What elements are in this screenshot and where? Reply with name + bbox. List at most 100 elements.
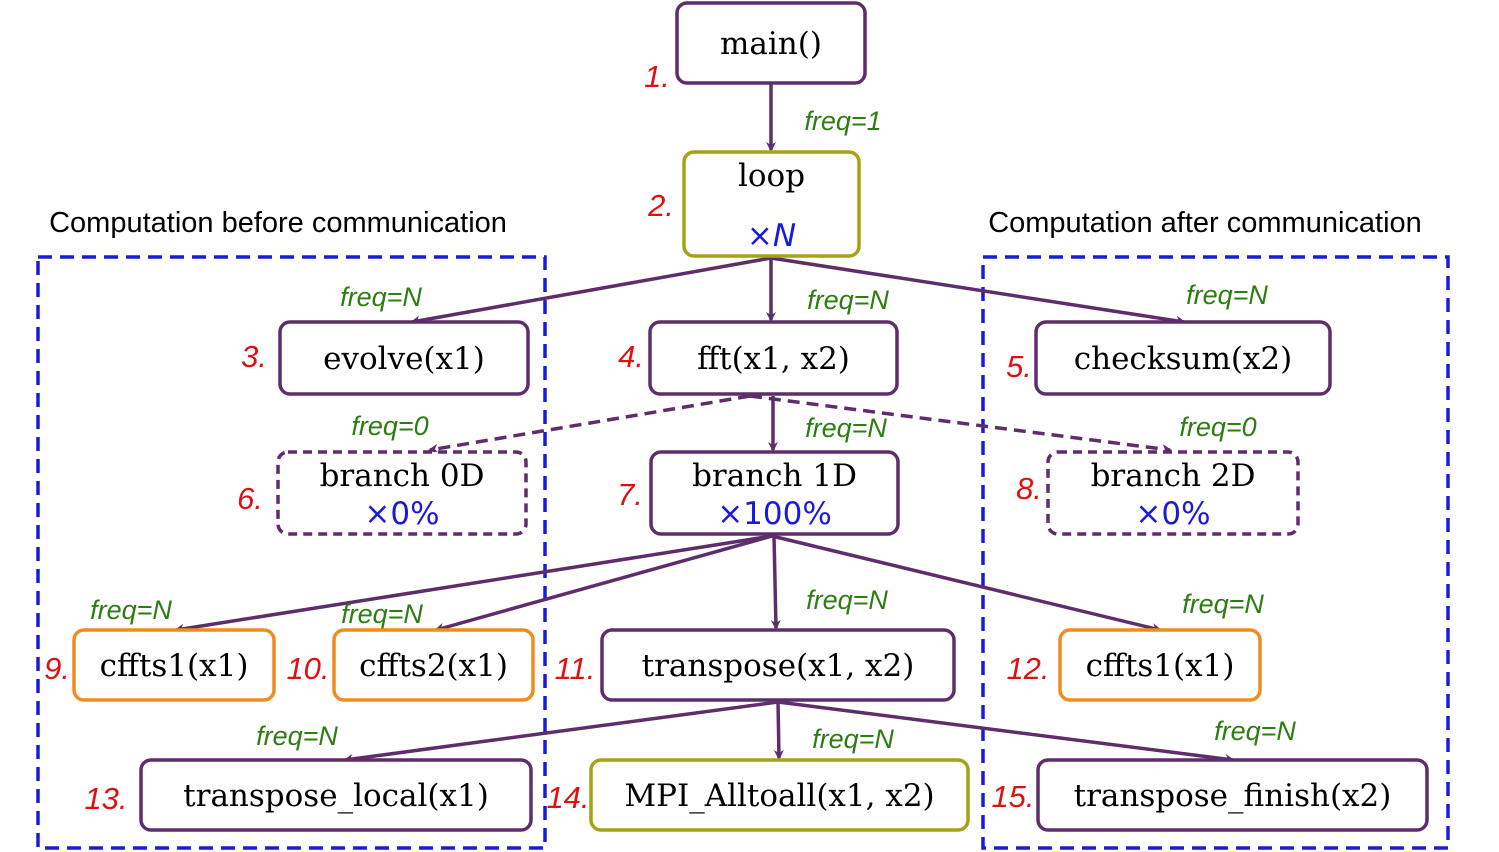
- edge-fft-branch1d: freq=N: [768, 396, 887, 452]
- edge-branch1d-transpose: freq=N: [770, 535, 888, 630]
- node-number: 10.: [286, 651, 329, 686]
- edge-freq-label: freq=N: [806, 585, 888, 615]
- region-after-border: [981, 255, 1450, 850]
- node-label: MPI_Alltoall(x1, x2): [624, 778, 934, 814]
- edge-loop-checksum: freq=N: [770, 256, 1268, 326]
- edge-line: [428, 394, 751, 454]
- region-before-border: [36, 255, 547, 850]
- node-branch0d: branch 0D×0% 6.: [237, 450, 528, 536]
- node-box: [600, 628, 956, 702]
- node-multiplier: ×N: [747, 218, 796, 254]
- edge-freq-label: freq=1: [804, 106, 881, 136]
- node-mpi: MPI_Alltoall(x1, x2) 14.: [546, 758, 970, 832]
- node-number: 2.: [647, 188, 674, 223]
- node-label: cffts1(x1): [100, 648, 249, 684]
- node-multiplier: ×100%: [717, 496, 832, 532]
- node-label: transpose_finish(x2): [1074, 778, 1392, 814]
- node-box: [649, 450, 900, 536]
- edge-line: [770, 256, 1186, 326]
- edge-freq-label: freq=N: [256, 721, 338, 751]
- node-label: branch 2D: [1091, 458, 1256, 494]
- edge-freq-label: freq=N: [341, 599, 423, 629]
- node-label: fft(x1, x2): [697, 341, 850, 377]
- node-number: 1.: [644, 59, 670, 94]
- edge-transpose-tlocal: freq=N: [256, 700, 779, 764]
- edge-loop-fft: freq=N: [766, 258, 889, 322]
- node-box: [648, 320, 899, 396]
- node-label: transpose(x1, x2): [642, 648, 915, 684]
- node-label: cffts1(x1): [1086, 648, 1235, 684]
- node-box: [1034, 320, 1332, 396]
- region-before-communication: Computation before communication: [36, 207, 547, 850]
- node-box: [589, 758, 970, 832]
- node-box: [72, 628, 276, 702]
- edge-line: [777, 700, 1235, 764]
- node-number: 4.: [618, 339, 644, 374]
- node-label: transpose_local(x1): [183, 778, 489, 814]
- edge-freq-label: freq=N: [812, 724, 894, 754]
- node-number: 13.: [84, 781, 127, 816]
- node-box: [332, 628, 535, 702]
- edge-freq-label: freq=N: [340, 282, 422, 312]
- edge-freq-label: freq=N: [1214, 716, 1296, 746]
- edge-freq-label: freq=0: [351, 411, 428, 441]
- edge-branch1d-cffts1a: freq=N: [90, 534, 773, 634]
- node-fft: fft(x1, x2) 4.: [618, 320, 899, 396]
- node-number: 14.: [546, 780, 589, 815]
- node-box: [139, 758, 533, 832]
- edge-fft-branch0d: freq=0: [351, 394, 751, 454]
- node-loop: loop ×N 2.: [647, 150, 861, 258]
- node-cffts1b: cffts1(x1) 12.: [1006, 628, 1262, 702]
- node-number: 8.: [1016, 471, 1042, 506]
- node-main: main() 1.: [644, 1, 867, 94]
- node-evolve: evolve(x1)3.: [241, 320, 530, 396]
- node-box: [276, 450, 528, 536]
- edge-line: [771, 534, 1162, 633]
- node-box: [682, 150, 861, 258]
- edge-line: [343, 700, 779, 764]
- node-tlocal: transpose_local(x1) 13.: [84, 758, 533, 832]
- node-label: branch 1D: [692, 458, 857, 494]
- node-number: 9.: [44, 651, 70, 686]
- node-box: [1036, 758, 1429, 832]
- region-before-label: Computation before communication: [49, 207, 507, 239]
- node-box: [1046, 450, 1300, 536]
- edges-layer: freq=1 freq=N freq=N freq=N freq=0 freq=N freq…: [90, 83, 1296, 764]
- edge-freq-label: freq=N: [807, 285, 889, 315]
- node-cffts2: cffts2(x1)10.: [286, 628, 535, 702]
- node-label: loop: [738, 158, 805, 194]
- edge-main-loop: freq=1: [766, 83, 882, 152]
- edge-freq-label: freq=N: [90, 595, 172, 625]
- edge-branch1d-cffts1b: freq=N: [771, 534, 1264, 633]
- edge-transpose-tfinish: freq=N: [777, 700, 1296, 764]
- node-tfinish: transpose_finish(x2) 15.: [991, 758, 1429, 832]
- node-box: [1058, 628, 1262, 702]
- node-label: evolve(x1): [323, 341, 485, 377]
- node-cffts1a: cffts1(x1) 9.: [44, 628, 276, 702]
- node-branch1d: branch 1D×100% 7.: [617, 450, 900, 536]
- node-label: branch 0D: [320, 458, 485, 494]
- node-checksum: checksum(x2)5.: [1006, 320, 1332, 396]
- edge-transpose-mpi: freq=N: [773, 701, 894, 760]
- edge-freq-label: freq=0: [1179, 412, 1256, 442]
- node-number: 7.: [617, 477, 643, 512]
- nodes-layer: main() 1. loop ×N 2. evolve(x1)3. fft(x1, x2) 4…: [44, 1, 1429, 832]
- node-transpose: transpose(x1, x2) 11.: [555, 628, 956, 702]
- edge-freq-label: freq=N: [1182, 589, 1264, 619]
- region-after-label: Computation after communication: [988, 207, 1422, 239]
- edge-line: [773, 701, 784, 760]
- node-branch2d: branch 2D×0% 8.: [1016, 450, 1300, 536]
- node-label: checksum(x2): [1074, 341, 1292, 377]
- node-multiplier: ×0%: [364, 496, 439, 532]
- edge-branch1d-cffts2: freq=N: [341, 534, 773, 633]
- node-number: 15.: [991, 779, 1034, 814]
- edge-freq-label: freq=N: [1186, 280, 1268, 310]
- node-multiplier: ×0%: [1135, 496, 1210, 532]
- node-number: 11.: [555, 651, 596, 686]
- node-number: 6.: [237, 481, 263, 516]
- node-number: 12.: [1006, 651, 1049, 686]
- edge-line: [174, 534, 773, 634]
- edge-loop-evolve: freq=N: [340, 256, 772, 326]
- node-label: main(): [720, 26, 822, 62]
